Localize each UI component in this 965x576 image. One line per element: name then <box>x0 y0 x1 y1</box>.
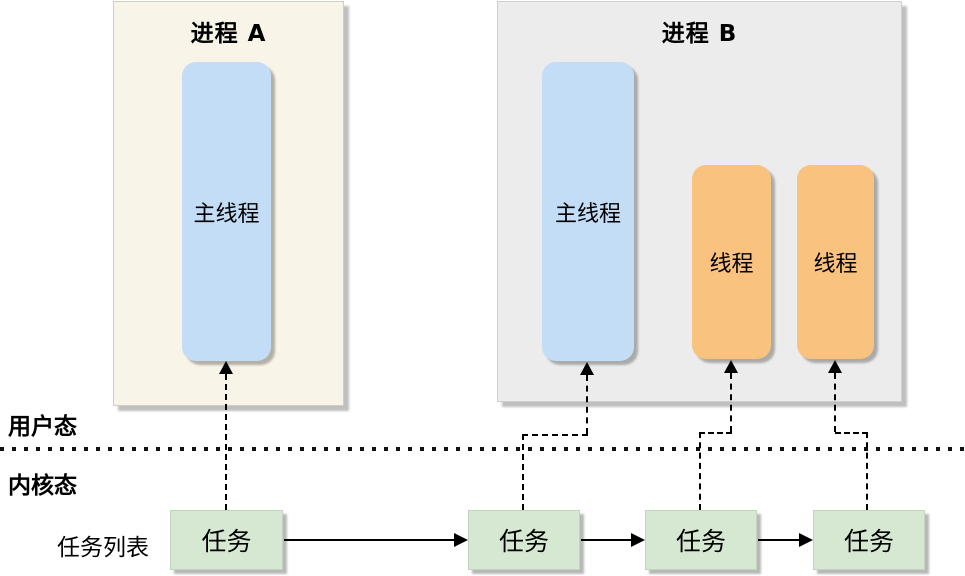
task2-to-mainthread-b-arrowhead-icon <box>580 362 594 375</box>
user-kernel-boundary-line <box>0 447 965 451</box>
task-box-1: 任务 <box>170 510 283 570</box>
task3-to-task4-arrow-line <box>758 539 799 541</box>
task1-to-mainthread-a-arrowhead-icon <box>219 361 233 374</box>
task-2-label: 任务 <box>498 527 549 556</box>
task1-to-task2-arrow-line <box>284 539 454 541</box>
user-mode-label: 用户态 <box>8 414 77 440</box>
process-b-main-thread-box: 主线程 <box>542 62 634 361</box>
task-3-label: 任务 <box>675 527 726 556</box>
process-b-main-thread-label: 主线程 <box>554 201 621 227</box>
task4-to-thread2-dashed-line-upper <box>834 373 836 432</box>
task3-to-thread1-dashed-line-upper <box>730 373 732 432</box>
task1-to-task2-arrowhead-icon <box>454 533 468 547</box>
task-4-label: 任务 <box>843 527 894 556</box>
task3-to-thread1-dashed-line-lower <box>699 432 701 510</box>
task3-to-task4-arrowhead-icon <box>799 533 813 547</box>
task-box-2: 任务 <box>468 510 580 570</box>
process-b-thread-1-box: 线程 <box>692 165 771 359</box>
process-b-title: 进程 B <box>661 21 738 47</box>
process-b-thread-2-label: 线程 <box>813 252 858 277</box>
task1-to-mainthread-a-dashed-line <box>225 374 227 510</box>
task2-to-mainthread-b-dashed-line-horizontal <box>522 434 588 436</box>
task3-to-thread1-arrowhead-icon <box>724 360 738 373</box>
process-a-main-thread-box: 主线程 <box>182 62 271 361</box>
process-b-thread-1-label: 线程 <box>709 252 754 277</box>
process-b-thread-2-box: 线程 <box>797 165 874 359</box>
task4-to-thread2-arrowhead-icon <box>828 360 842 373</box>
process-a-title: 进程 A <box>190 21 267 47</box>
process-a-main-thread-label: 主线程 <box>193 201 260 227</box>
task2-to-mainthread-b-dashed-line-lower <box>522 434 524 510</box>
task-box-4: 任务 <box>813 510 925 570</box>
task-box-3: 任务 <box>645 510 757 570</box>
task3-to-thread1-dashed-line-horizontal <box>699 432 732 434</box>
task-list-label: 任务列表 <box>57 535 149 561</box>
task4-to-thread2-dashed-line-horizontal <box>835 432 868 434</box>
task4-to-thread2-dashed-line-lower <box>866 432 868 510</box>
task-1-label: 任务 <box>201 527 252 556</box>
task2-to-mainthread-b-dashed-line-upper <box>586 375 588 434</box>
task2-to-task3-arrow-line <box>581 539 631 541</box>
kernel-mode-label: 内核态 <box>8 473 77 499</box>
task2-to-task3-arrowhead-icon <box>631 533 645 547</box>
